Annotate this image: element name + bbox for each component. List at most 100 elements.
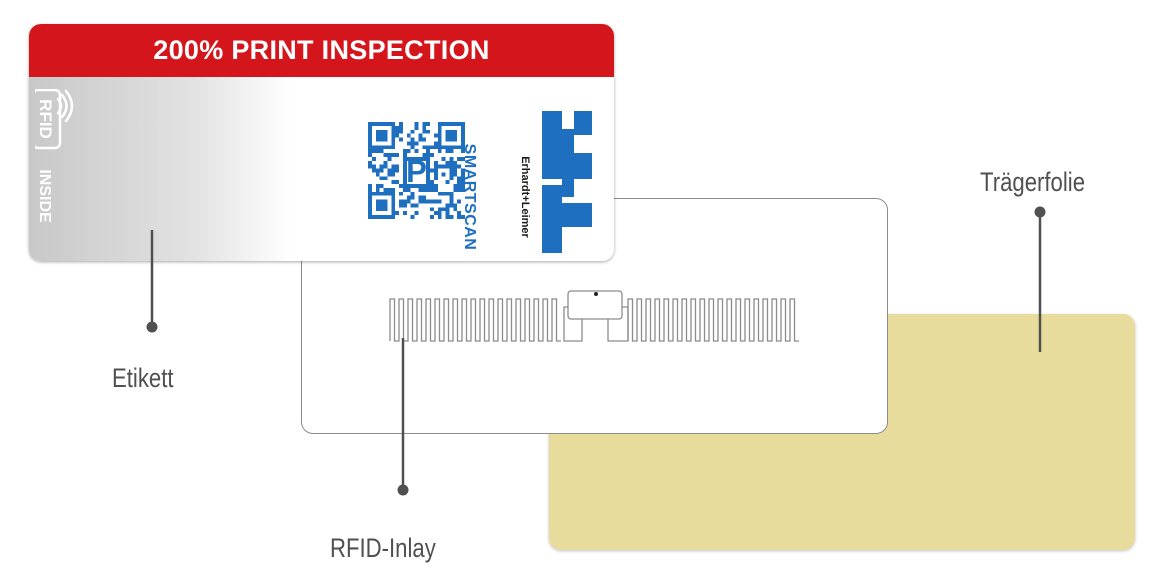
qr-module bbox=[375, 149, 380, 154]
qr-module bbox=[391, 211, 396, 216]
qr-module bbox=[391, 129, 396, 134]
qr-module bbox=[379, 122, 384, 126]
qr-module bbox=[368, 164, 372, 169]
qr-module bbox=[422, 122, 427, 126]
qr-module bbox=[449, 149, 454, 154]
qr-module bbox=[402, 164, 407, 169]
qr-module bbox=[414, 141, 419, 146]
qr-module bbox=[368, 184, 372, 188]
qr-module bbox=[418, 199, 423, 204]
qr-module bbox=[402, 187, 407, 192]
qr-module bbox=[391, 203, 396, 208]
qr-module bbox=[406, 149, 411, 154]
qr-module bbox=[379, 207, 384, 212]
qr-module bbox=[379, 164, 384, 169]
qr-module bbox=[449, 191, 454, 196]
qr-module bbox=[445, 211, 450, 216]
qr-module bbox=[418, 137, 423, 142]
qr-module bbox=[414, 149, 419, 154]
qr-module bbox=[368, 215, 372, 219]
antenna-chip-loop bbox=[567, 290, 623, 320]
qr-module bbox=[453, 129, 458, 134]
qr-module bbox=[422, 199, 427, 204]
qr-module bbox=[402, 156, 407, 161]
qr-module bbox=[383, 137, 388, 142]
qr-module bbox=[371, 164, 376, 169]
etikett-label: 200% PRINT INSPECTION RFID INSIDE P SMAR… bbox=[29, 24, 614, 261]
qr-module bbox=[406, 133, 411, 138]
qr-module bbox=[437, 215, 442, 219]
qr-module bbox=[406, 195, 411, 200]
qr-module bbox=[414, 203, 419, 208]
qr-module bbox=[441, 145, 446, 150]
qr-module bbox=[402, 199, 407, 204]
qr-module bbox=[445, 203, 450, 208]
qr-module bbox=[437, 145, 442, 150]
qr-module bbox=[426, 176, 431, 181]
inside-text: INSIDE bbox=[36, 169, 53, 223]
callout-label-foil: Trägerfolie bbox=[980, 167, 1086, 197]
callout-label-etikett: Etikett bbox=[112, 363, 174, 393]
qr-module bbox=[410, 184, 415, 188]
qr-module bbox=[410, 137, 415, 142]
qr-module bbox=[445, 122, 450, 126]
qr-module bbox=[402, 172, 407, 177]
qr-module bbox=[445, 160, 450, 165]
qr-module bbox=[445, 215, 450, 219]
antenna-chip-connector bbox=[563, 306, 629, 342]
qr-module bbox=[437, 125, 442, 130]
qr-module bbox=[375, 191, 380, 196]
qr-module bbox=[433, 187, 438, 192]
qr-module bbox=[391, 125, 396, 130]
qr-module bbox=[461, 156, 465, 161]
qr-module bbox=[371, 149, 376, 154]
qr-code: P bbox=[368, 122, 465, 219]
qr-module bbox=[368, 141, 372, 146]
qr-module bbox=[414, 125, 419, 130]
smartscan-product-name: SMARTSCAN bbox=[461, 143, 478, 251]
qr-module bbox=[414, 156, 419, 161]
qr-module bbox=[410, 145, 415, 150]
qr-module bbox=[453, 184, 458, 188]
qr-module bbox=[461, 149, 465, 154]
qr-module bbox=[399, 191, 403, 196]
qr-module bbox=[437, 141, 442, 146]
qr-module bbox=[387, 215, 392, 219]
qr-module bbox=[391, 164, 396, 169]
qr-module bbox=[453, 137, 458, 142]
qr-module bbox=[391, 195, 396, 200]
qr-module bbox=[383, 160, 388, 165]
qr-module bbox=[426, 184, 431, 188]
qr-module bbox=[375, 129, 380, 134]
qr-module bbox=[387, 122, 392, 126]
qr-module bbox=[395, 153, 400, 157]
qr-module bbox=[426, 156, 431, 161]
qr-module bbox=[395, 211, 400, 216]
qr-module bbox=[449, 215, 454, 219]
qr-module bbox=[395, 180, 400, 185]
qr-module bbox=[418, 184, 423, 188]
qr-module bbox=[426, 153, 431, 157]
print-inspection-banner: 200% PRINT INSPECTION bbox=[29, 24, 614, 77]
qr-module bbox=[441, 191, 446, 196]
qr-module bbox=[402, 203, 407, 208]
qr-module bbox=[430, 180, 434, 185]
qr-module bbox=[461, 176, 465, 181]
qr-module bbox=[383, 145, 388, 150]
qr-module bbox=[449, 145, 454, 150]
qr-module bbox=[383, 133, 388, 138]
qr-module bbox=[383, 122, 388, 126]
qr-module bbox=[449, 195, 454, 200]
qr-module bbox=[457, 176, 462, 181]
rfid-wave-icon bbox=[56, 89, 74, 123]
qr-module bbox=[383, 129, 388, 134]
qr-module bbox=[422, 129, 427, 134]
qr-module bbox=[383, 191, 388, 196]
qr-module bbox=[433, 184, 438, 188]
qr-module bbox=[391, 172, 396, 177]
qr-module bbox=[422, 156, 427, 161]
qr-module bbox=[449, 137, 454, 142]
qr-module bbox=[368, 137, 372, 142]
qr-module bbox=[441, 156, 446, 161]
qr-module bbox=[457, 199, 462, 204]
